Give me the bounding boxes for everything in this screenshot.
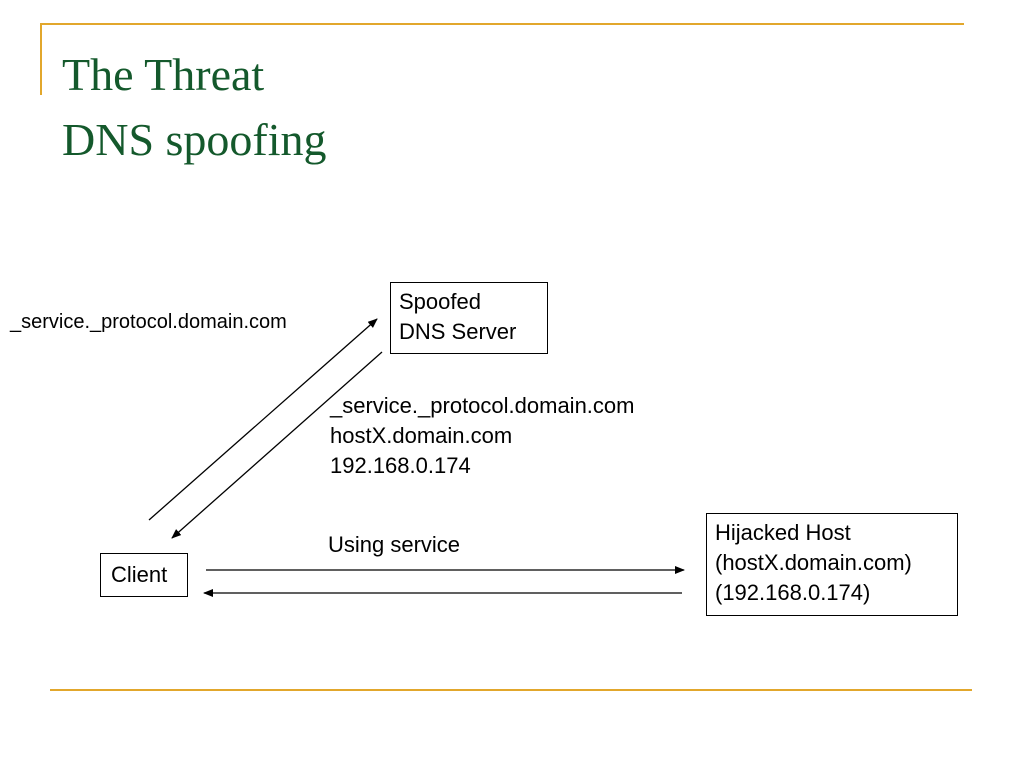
top-accent-rule [40,23,964,25]
hijacked-host-label-line-2: (hostX.domain.com) [715,550,912,575]
spoofed-dns-server-box: Spoofed DNS Server [390,282,548,354]
hijacked-host-label-line-3: (192.168.0.174) [715,580,871,605]
hijacked-host-label-line-1: Hijacked Host [715,520,851,545]
slide-title-line-2: DNS spoofing [62,114,327,165]
query-label: _service._protocol.domain.com [10,311,287,333]
using-service-label: Using service [328,532,461,557]
response-label: _service._protocol.domain.com hostX.doma… [330,391,634,481]
response-label-line-3: 192.168.0.174 [330,453,471,478]
client-label: Client [111,562,168,587]
left-accent-rule [40,23,42,95]
slide-title-line-1: The Threat [62,49,265,100]
dns-server-label-line-1: Spoofed [399,289,481,314]
response-label-line-1: _service._protocol.domain.com [330,393,635,418]
dns-server-label-line-2: DNS Server [399,319,517,344]
bottom-accent-rule [50,689,972,691]
client-box: Client [100,553,188,597]
hijacked-host-box: Hijacked Host (hostX.domain.com) (192.16… [706,513,958,616]
response-label-line-2: hostX.domain.com [330,423,513,448]
